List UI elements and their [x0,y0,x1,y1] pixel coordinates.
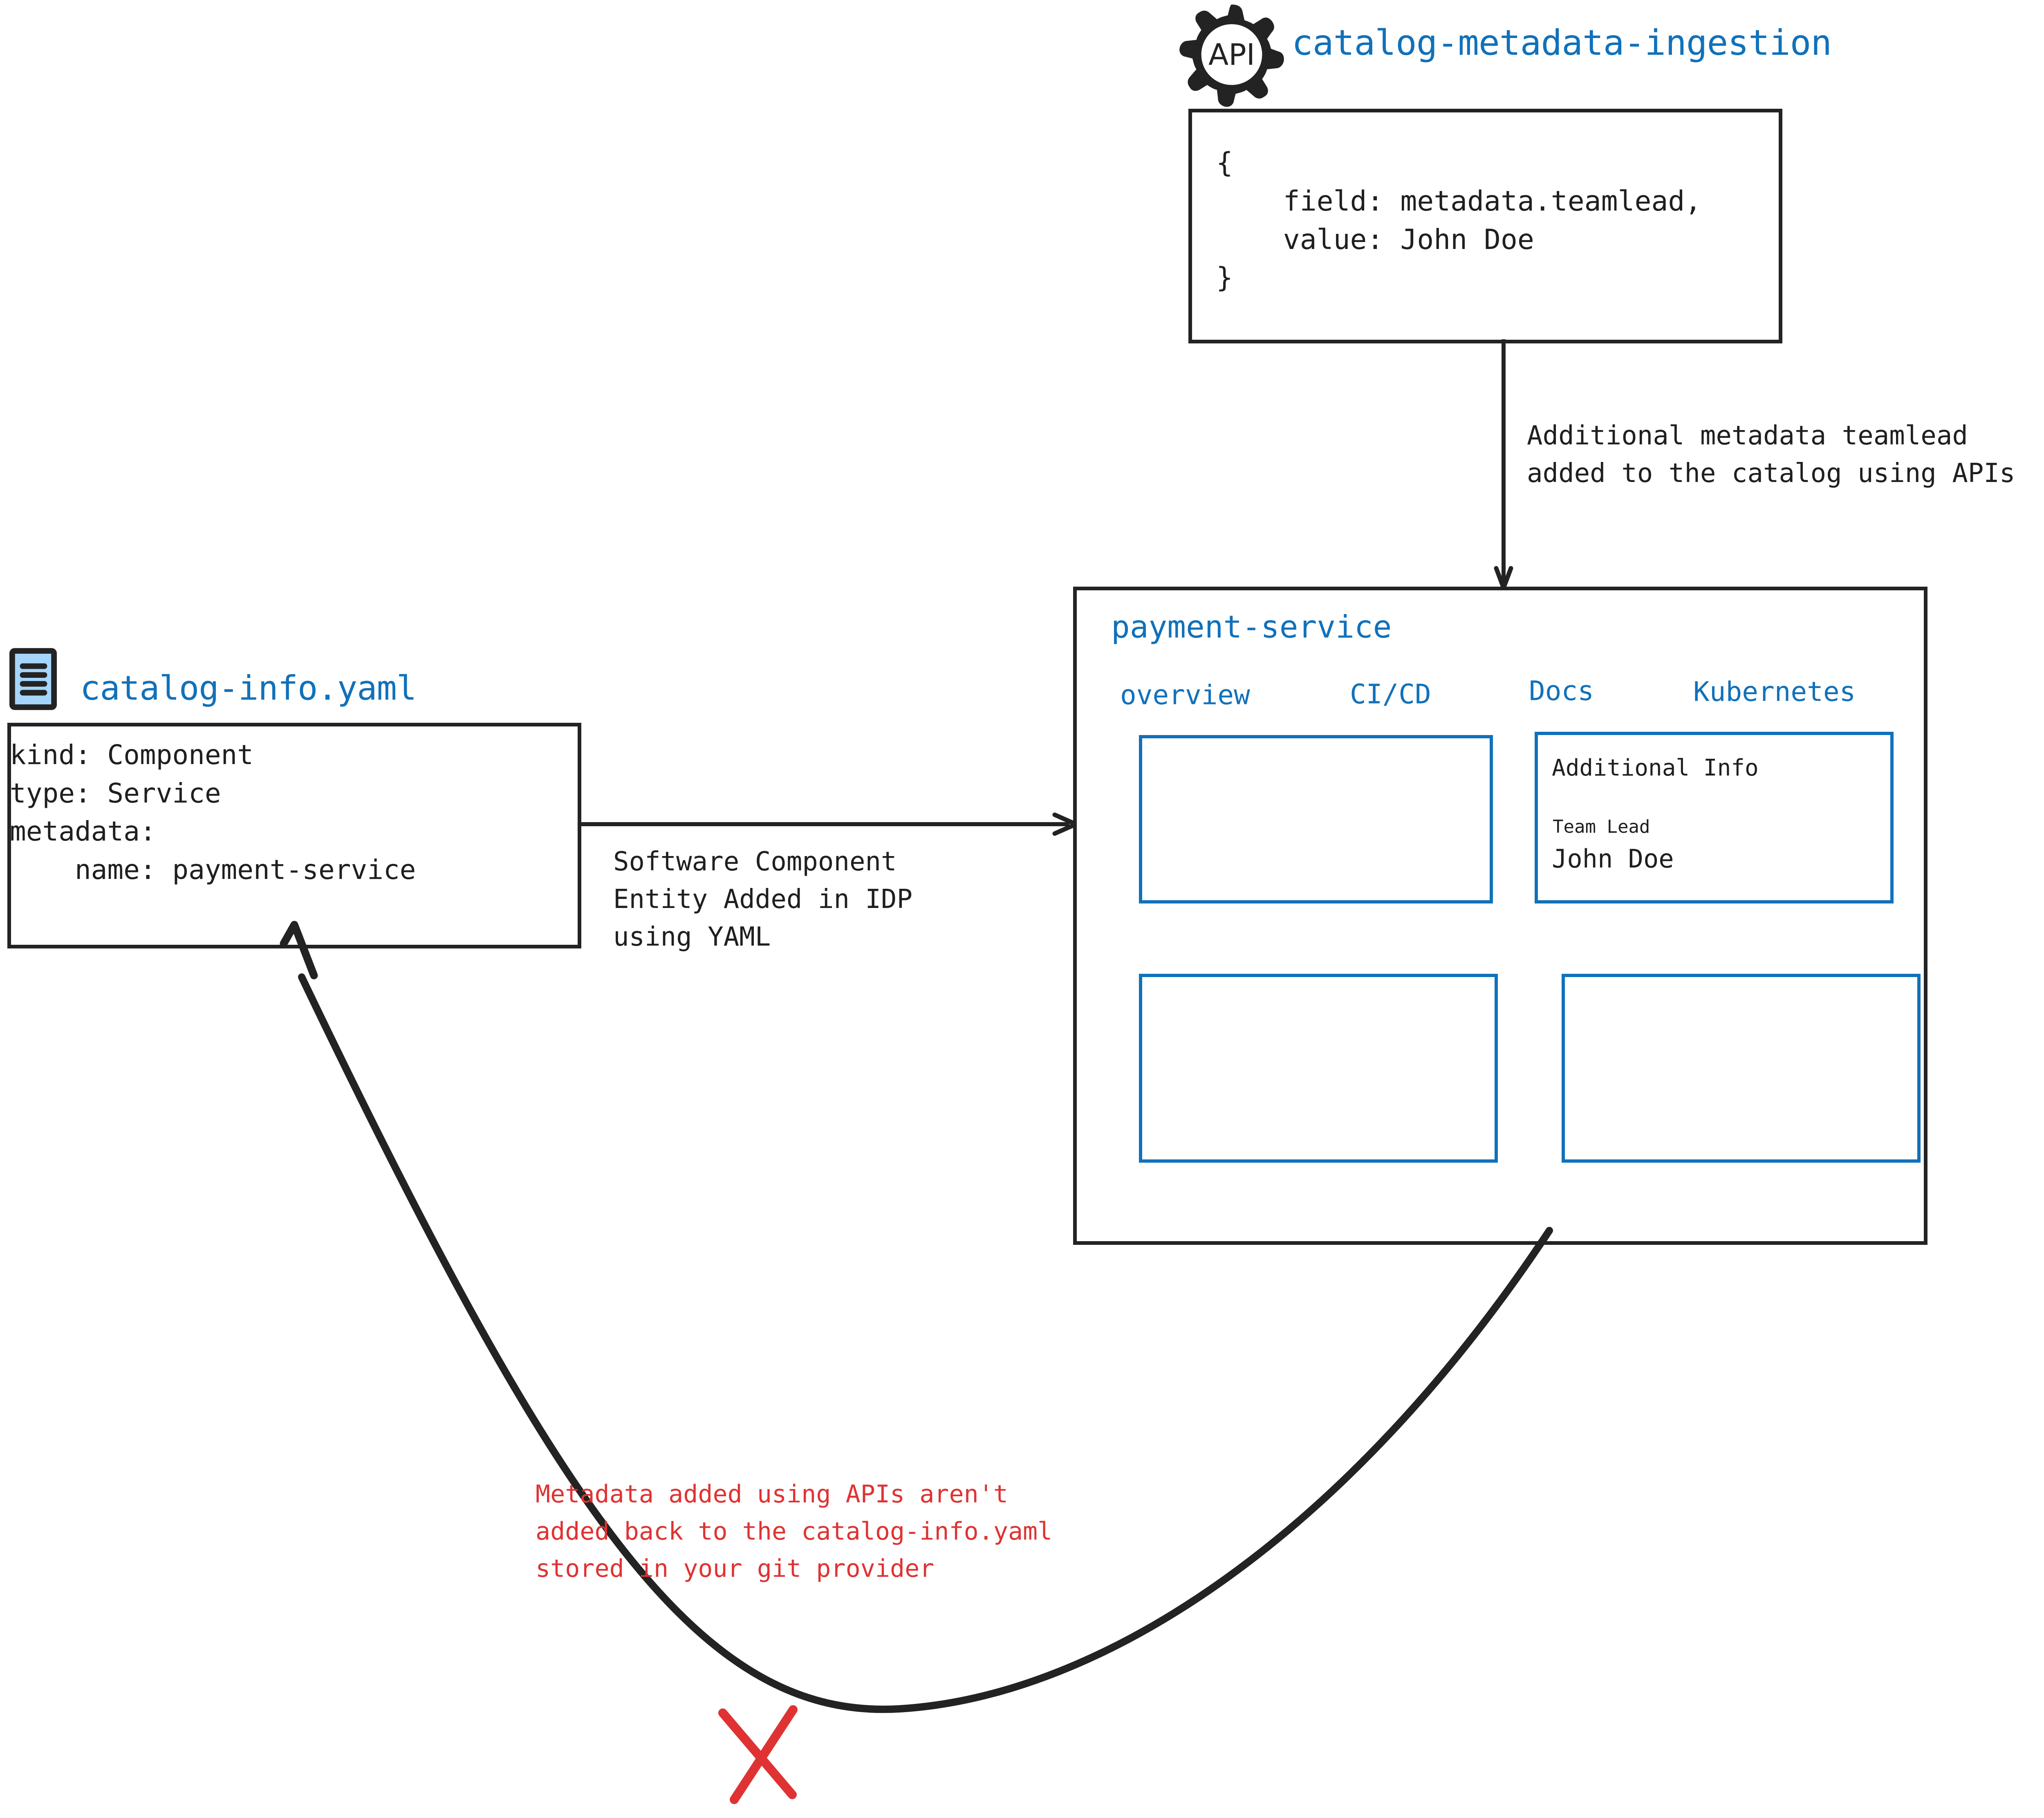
api-payload-line-1: field: metadata.teamlead, [1216,185,1702,217]
team-lead-label: Team Lead [1553,816,1650,837]
api-payload-line-0: { [1216,147,1233,179]
bottom-right-card[interactable] [1562,974,1921,1163]
tab-docs[interactable]: Docs [1529,675,1594,707]
entity-panel-title: payment-service [1111,608,1392,645]
yaml-file-icon [9,648,57,710]
api-node-title: catalog-metadata-ingestion [1292,22,1832,63]
team-lead-value: John Doe [1552,844,1674,874]
api-payload-code: { field: metadata.teamlead, value: John … [1216,144,1701,297]
api-gear-icon-text: API [1208,38,1255,72]
yaml-line-3: name: payment-service [10,854,416,886]
yaml-file-box [7,723,581,948]
bottom-left-card[interactable] [1139,974,1498,1163]
yaml-line-2: metadata: [10,816,156,847]
additional-info-card[interactable]: Additional Info Team Lead John Doe [1535,732,1894,903]
yaml-line-1: type: Service [10,777,221,809]
blocked-sync-note: Metadata added using APIs aren't added b… [536,1480,1053,1583]
api-payload-line-3: } [1216,262,1233,294]
edge-api-to-entity-label: Additional metadata teamlead added to th… [1527,421,2015,489]
overview-card[interactable] [1139,735,1493,903]
tab-kubernetes[interactable]: Kubernetes [1693,676,1856,708]
edge-yaml-to-entity-label: Software Component Entity Added in IDP u… [613,847,913,953]
red-x-marker [718,1705,798,1804]
tab-overview[interactable]: overview [1120,679,1250,711]
additional-info-card-title: Additional Info [1552,755,1759,781]
api-payload-line-2: value: John Doe [1216,223,1534,256]
tab-cicd[interactable]: CI/CD [1350,678,1431,710]
api-gear-icon: API [1179,2,1284,107]
yaml-file-code: kind: Component type: Service metadata: … [10,736,416,889]
api-payload-box [1188,109,1782,343]
edge-entity-to-yaml [280,921,1553,1713]
yaml-node-title: catalog-info.yaml [80,669,417,708]
yaml-line-0: kind: Component [10,739,254,771]
